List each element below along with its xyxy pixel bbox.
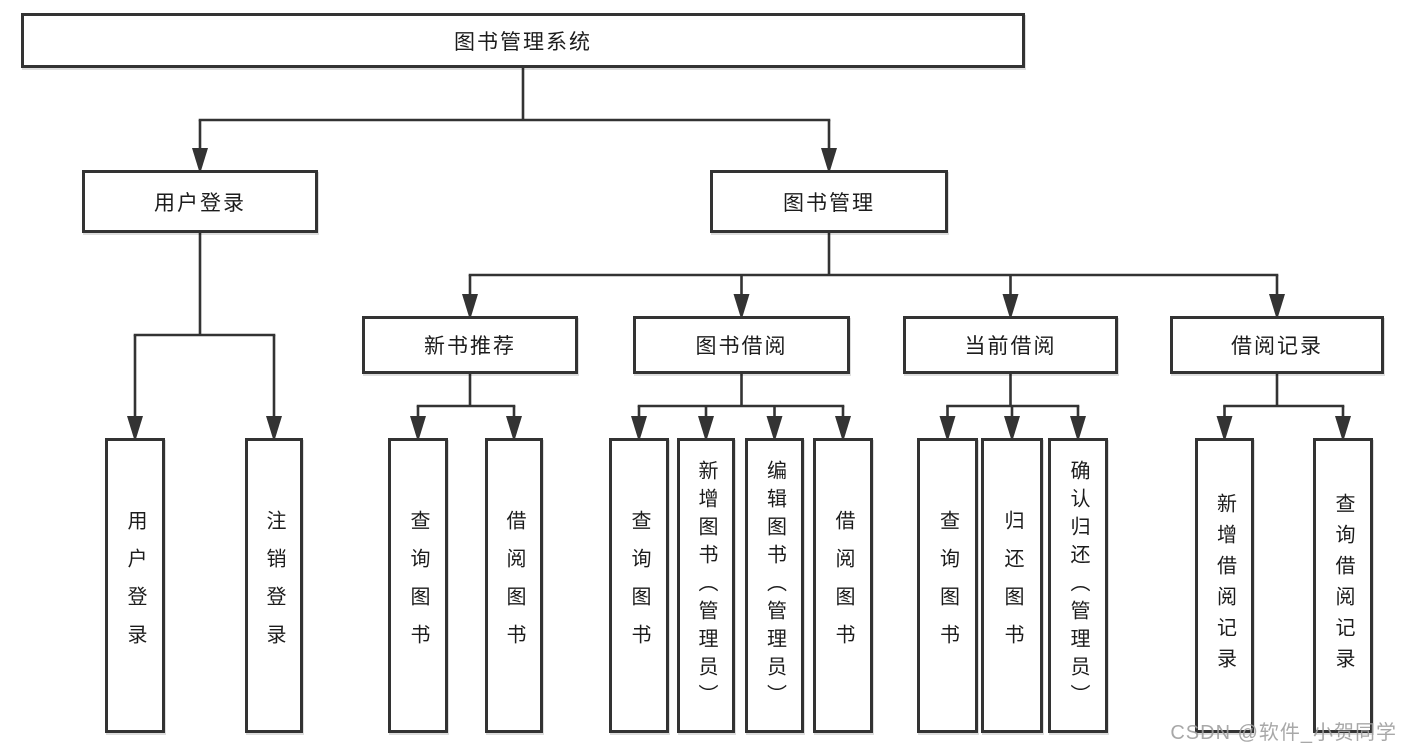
arrowhead-icon <box>192 148 208 174</box>
node-root: 图书管理系统 <box>21 13 1025 68</box>
node-r-query: 查询借阅记录 <box>1313 438 1373 733</box>
arrowhead-icon <box>939 416 956 442</box>
arrowhead-icon <box>506 416 522 442</box>
node-nr-borrow: 借阅图书 <box>485 438 543 733</box>
arrowhead-icon <box>733 294 750 320</box>
node-c-return: 归还图书 <box>981 438 1043 733</box>
edge-group-records <box>1216 373 1351 442</box>
edge-group-book-mgmt <box>462 232 1285 320</box>
arrowhead-icon <box>410 416 426 442</box>
node-c-query: 查询图书 <box>917 438 978 733</box>
node-login: 用户登录 <box>105 438 165 733</box>
node-logout: 注销登录 <box>245 438 303 733</box>
arrowhead-icon <box>1269 294 1285 320</box>
node-c-confirm: 确认归还（管理员） <box>1048 438 1108 733</box>
node-b-borrow: 借阅图书 <box>813 438 873 733</box>
arrowhead-icon <box>1002 294 1019 320</box>
node-nr-query: 查询图书 <box>388 438 448 733</box>
node-r-add: 新增借阅记录 <box>1195 438 1254 733</box>
edge-group-user-login <box>127 232 282 442</box>
arrowhead-icon <box>835 416 851 442</box>
arrowhead-icon <box>1335 416 1351 442</box>
edge-group-borrow <box>631 373 851 442</box>
arrowhead-icon <box>766 416 783 442</box>
node-user-login: 用户登录 <box>82 170 318 233</box>
arrowhead-icon <box>462 294 478 320</box>
arrowhead-icon <box>698 416 714 442</box>
node-records: 借阅记录 <box>1170 316 1384 374</box>
edge-group-current <box>939 373 1086 442</box>
node-b-edit: 编辑图书（管理员） <box>745 438 804 733</box>
node-borrow: 图书借阅 <box>633 316 850 374</box>
arrowhead-icon <box>1216 416 1233 442</box>
node-new-rec: 新书推荐 <box>362 316 578 374</box>
arrowhead-icon <box>127 416 143 442</box>
arrowhead-icon <box>1070 416 1086 442</box>
node-b-query: 查询图书 <box>609 438 669 733</box>
arrowhead-icon <box>266 416 282 442</box>
arrowhead-icon <box>1004 416 1020 442</box>
node-b-add: 新增图书（管理员） <box>677 438 735 733</box>
edge-group-new-rec <box>410 373 522 442</box>
watermark: CSDN @软件_小贺同学 <box>1170 722 1397 744</box>
node-current: 当前借阅 <box>903 316 1118 374</box>
arrowhead-icon <box>631 416 647 442</box>
edge-group-root <box>192 67 837 174</box>
node-book-mgmt: 图书管理 <box>710 170 948 233</box>
arrowhead-icon <box>821 148 837 174</box>
